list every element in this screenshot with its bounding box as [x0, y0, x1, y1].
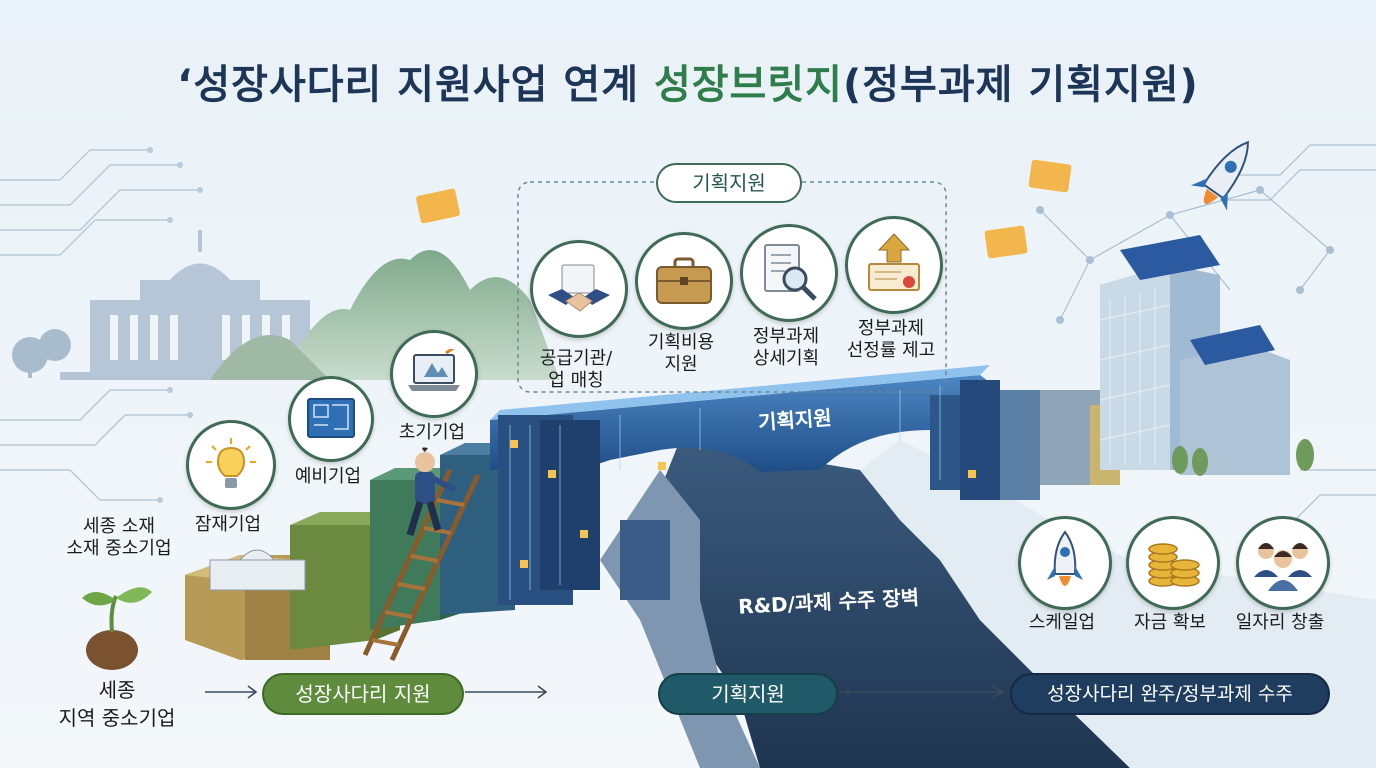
bridge-label: 기획지원 [757, 405, 833, 435]
page-title: ‘성장사다리 지원사업 연계 성장브릿지(정부과제 기획지원) [0, 52, 1376, 110]
laptop-design-icon [408, 349, 460, 391]
certificate-arrow-icon [868, 233, 920, 291]
outcome-label-jobs: 일자리 창출 [1235, 612, 1325, 633]
blueprint-icon [307, 398, 355, 438]
climber-figure [406, 447, 457, 537]
planning-item-handshake [530, 240, 628, 338]
small-gov-building [209, 549, 306, 591]
stage-label-early: 초기기업 [398, 422, 466, 443]
seedling-icon [82, 587, 152, 670]
stage-early [390, 330, 478, 418]
stage-preliminary [288, 376, 374, 462]
title-suffix: (정부과제 기획지원) [842, 62, 1199, 108]
outcome-label-funding: 자금 확보 [1134, 612, 1206, 633]
planning-item-selection-rate [845, 216, 943, 314]
magnifier-document-icon [764, 244, 817, 301]
planning-badge: 기획지원 [656, 163, 802, 203]
planning-item-briefcase [635, 232, 733, 330]
flow-arrows [205, 685, 1003, 699]
rocket-icon [1047, 530, 1083, 586]
rocket-top-icon [1190, 140, 1249, 211]
circuit-lines-left [0, 149, 200, 501]
outcome-label-scaleup: 스케일업 [1028, 612, 1096, 633]
folder-icons [416, 159, 1072, 259]
flow-step-ladder-support: 성장사다리 지원 [262, 673, 464, 715]
briefcase-icon [656, 257, 712, 304]
flow-step-planning-support: 기획지원 [658, 673, 838, 715]
outcome-scaleup [1018, 516, 1112, 610]
flow-step-completion: 성장사다리 완주/정부과제 수주 [1010, 673, 1330, 715]
people-icon [1254, 543, 1312, 591]
lightbulb-icon [206, 438, 256, 488]
title-highlight: 성장브릿지 [653, 62, 843, 108]
coins-icon [1148, 543, 1200, 587]
title-prefix: ‘성장사다리 지원사업 연계 [177, 62, 654, 108]
stage-label-potential: 잠재기업 [194, 514, 262, 535]
planning-item-label-1: 공급기관/업 매칭 [539, 348, 613, 391]
stage-potential [186, 420, 276, 510]
planning-item-detailed-plan [740, 224, 838, 322]
outcome-funding [1126, 516, 1220, 610]
outcome-jobs [1236, 516, 1330, 610]
handshake-icon [548, 264, 610, 312]
flow-dots [845, 689, 1004, 695]
growth-stairs [185, 443, 540, 660]
stage-label-preliminary: 예비기업 [294, 466, 362, 487]
mountains [280, 250, 560, 380]
